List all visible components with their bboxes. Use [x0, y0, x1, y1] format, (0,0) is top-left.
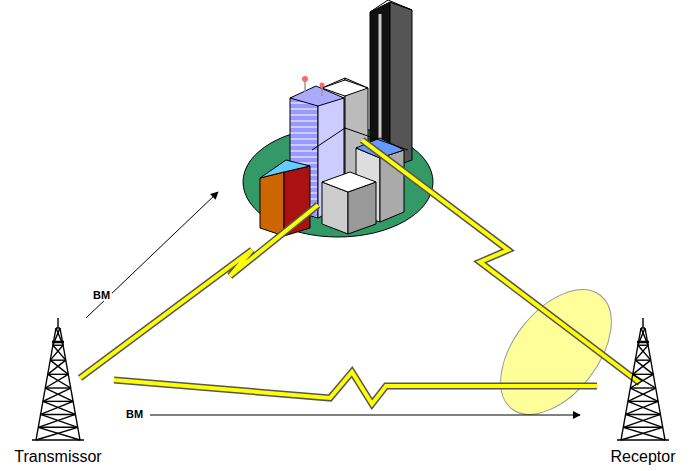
bolt-outline — [362, 140, 640, 383]
tower-lattice — [617, 318, 669, 440]
station-label: Receptor — [597, 448, 689, 466]
lightning-link — [114, 372, 597, 404]
lightning-bolt — [80, 205, 318, 378]
direction-arrow — [150, 415, 580, 416]
station-label: Transmissor — [2, 448, 114, 466]
reflection-line — [312, 128, 408, 150]
orange-building — [260, 160, 310, 236]
lightning-bolt — [362, 140, 640, 383]
tower-node: Transmissor — [2, 318, 114, 466]
signal-label: BM — [91, 289, 112, 301]
bolt-outline — [80, 205, 318, 378]
grey-cube — [322, 172, 376, 234]
antenna-tower — [2, 318, 114, 448]
tower-node: Receptor — [597, 318, 689, 466]
signal-label: BM — [124, 408, 145, 420]
tower-lattice — [32, 318, 84, 440]
antenna-tower — [597, 318, 689, 448]
bolt-outline — [114, 372, 597, 404]
direction-arrow — [86, 192, 218, 318]
coverage-ellipse — [479, 269, 634, 434]
